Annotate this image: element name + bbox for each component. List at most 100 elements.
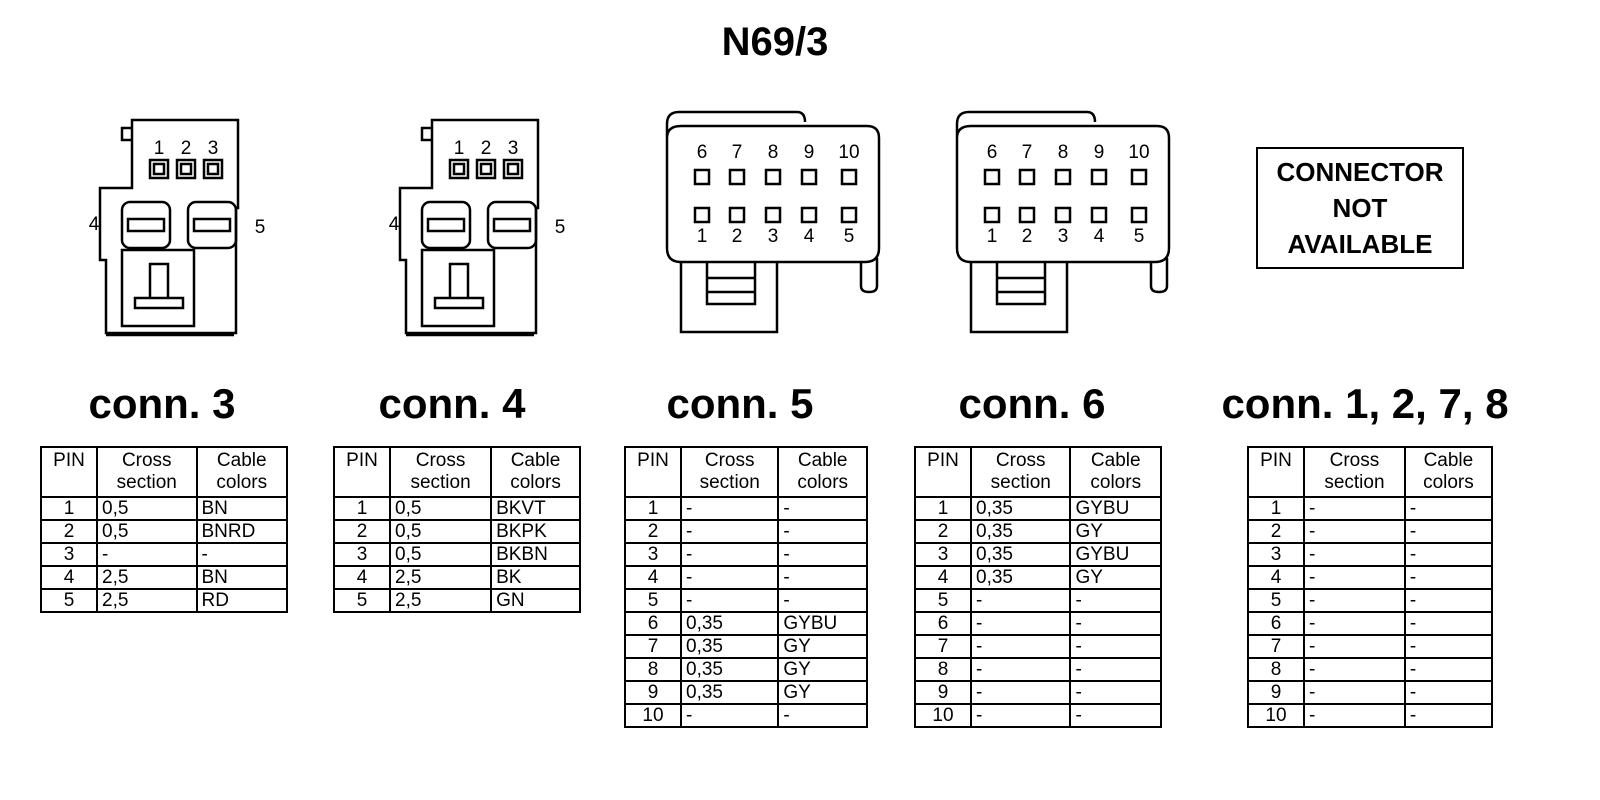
pin-cell: 4	[1248, 566, 1304, 590]
pin-number: 6	[987, 142, 998, 163]
table-row: 10--	[915, 704, 1161, 727]
cable-color-cell: -	[1069, 635, 1161, 659]
cable-color-cell: -	[1069, 704, 1161, 727]
header-cross-line: Cross	[121, 450, 172, 471]
cable-color-cell: -	[1403, 681, 1492, 705]
cross-section-cell: 0,35	[679, 635, 779, 659]
header-pin-text: PIN	[1260, 450, 1292, 471]
cable-color-cell: -	[777, 589, 867, 613]
pin-number: 2	[732, 226, 743, 247]
connector-label: conn. 3	[88, 380, 236, 427]
connector-back-outline	[955, 110, 1097, 125]
pin-cavity	[800, 206, 818, 224]
table-row: 10--	[625, 704, 867, 727]
pin-number: 5	[255, 217, 266, 238]
cross-section-cell: 2,5	[388, 589, 492, 612]
table-row: 9--	[915, 681, 1161, 705]
cross-section-cell: 2,5	[96, 566, 197, 590]
cross-section-cell: 0,5	[388, 520, 492, 544]
cross-section-cell: 0,5	[96, 497, 197, 521]
cable-color-cell: GY	[1069, 520, 1161, 544]
cable-color-cell: -	[1403, 658, 1492, 682]
cross-section-cell: -	[1303, 589, 1405, 613]
cable-color-cell: GY	[1069, 566, 1161, 590]
header-cross-line: Cross	[1329, 450, 1380, 471]
cable-color-cell: -	[777, 566, 867, 590]
header-pin: PIN	[41, 447, 97, 498]
cable-color-cell: -	[1069, 658, 1161, 682]
header-cross-line: section	[410, 472, 471, 493]
pin-number: 1	[454, 138, 465, 159]
lock-frame	[969, 262, 1069, 334]
power-cavity	[420, 200, 472, 250]
table-row: 2--	[625, 520, 867, 544]
pin-cell: 4	[915, 566, 971, 590]
cross-section-cell: 0,5	[96, 520, 197, 544]
cross-section-cell: 0,5	[388, 497, 492, 521]
pin-cell: 2	[625, 520, 681, 544]
cable-color-cell: GN	[490, 589, 580, 612]
table-row: 6--	[915, 612, 1161, 636]
pin-cavity-inner	[452, 162, 466, 176]
not-available-line: CONNECTOR	[1276, 157, 1444, 187]
header-cross-line: section	[990, 472, 1051, 493]
cross-section-cell: -	[679, 520, 779, 544]
power-contact	[426, 217, 466, 233]
header-cross-line: Cross	[415, 450, 466, 471]
pin-cell: 1	[915, 497, 971, 521]
not-available-line: AVAILABLE	[1287, 229, 1433, 259]
pin-cavity	[175, 158, 197, 180]
header-cable-line: colors	[216, 472, 268, 493]
pin-number: 1	[697, 226, 708, 247]
table-row: 3--	[625, 543, 867, 567]
cable-color-cell: BN	[195, 566, 287, 590]
pin-number: 4	[389, 214, 400, 235]
header-cable-line: Cable	[510, 450, 561, 471]
pin-number: 3	[508, 138, 519, 159]
pin-cell: 3	[334, 543, 390, 567]
header-cable-line: colors	[510, 472, 561, 493]
cable-color-cell: RD	[195, 589, 287, 612]
pin-cell: 2	[1248, 520, 1304, 544]
cross-section-cell: 0,5	[388, 543, 492, 567]
lock-tab	[133, 262, 185, 310]
cross-section-cell: -	[969, 635, 1071, 659]
table-row: 7--	[915, 635, 1161, 659]
header-pin-text: PIN	[637, 450, 669, 471]
cross-section-cell: 0,35	[969, 520, 1071, 544]
cable-color-cell: -	[1069, 612, 1161, 636]
lock-area	[420, 248, 496, 328]
latch-arm	[1149, 258, 1169, 294]
cable-color-cell: GY	[777, 681, 867, 705]
pin-number: 7	[732, 142, 743, 163]
pin-number: 2	[1022, 226, 1033, 247]
pin-cell: 5	[1248, 589, 1304, 613]
cross-section-cell: 0,35	[969, 543, 1071, 567]
cable-color-cell: BNRD	[195, 520, 287, 544]
pin-cell: 10	[642, 705, 664, 726]
header-pin-text: PIN	[346, 450, 378, 471]
table-row: 5--	[915, 589, 1161, 613]
cable-color-cell: GYBU	[1069, 497, 1161, 521]
table-row: 8--	[1248, 658, 1492, 682]
lock-area	[120, 248, 196, 328]
table-row: 3--	[41, 543, 287, 567]
cable-color-cell: -	[1403, 704, 1492, 727]
table-row: 4--	[1248, 566, 1492, 590]
pin-cavity	[693, 168, 711, 186]
cross-section-cell: 2,5	[96, 589, 197, 612]
header-cable-line: colors	[1090, 472, 1142, 493]
table-row: 1--	[1248, 497, 1492, 521]
pin-number: 8	[1058, 142, 1069, 163]
pin-cell: 1	[1248, 497, 1304, 521]
